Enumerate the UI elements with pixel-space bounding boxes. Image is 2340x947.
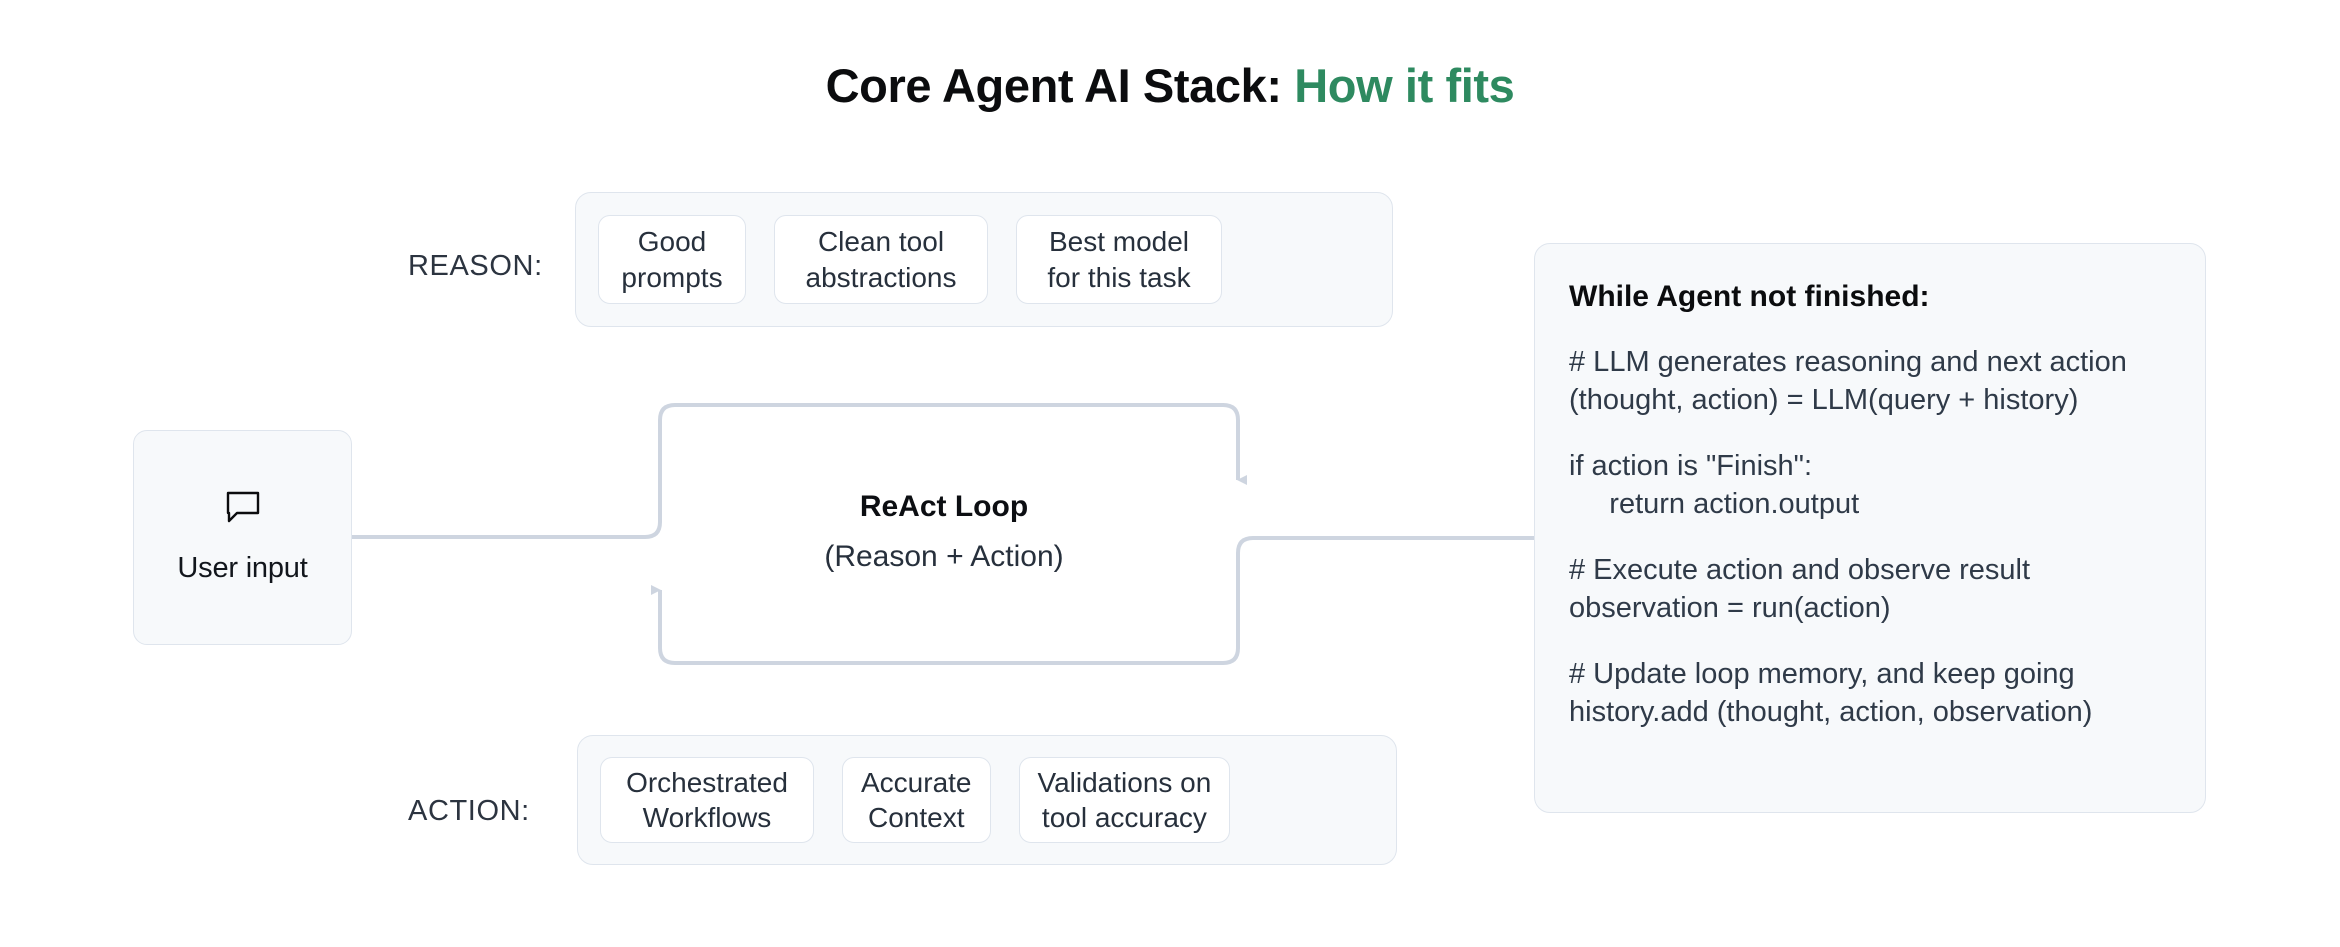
action-chip-orchestrated-workflows[interactable]: Orchestrated Workflows [600, 757, 814, 843]
code-panel-heading: While Agent not finished: [1569, 280, 1930, 313]
code-panel: While Agent not finished: # LLM generate… [1534, 243, 2206, 813]
action-row-label: ACTION: [408, 795, 530, 827]
code-block-llm-generate: # LLM generates reasoning and next actio… [1569, 346, 2127, 416]
code-block-finish-check: if action is "Finish": return action.out… [1569, 449, 1860, 520]
reason-chip-clean-tool-abstractions[interactable]: Clean tool abstractions [774, 215, 988, 304]
action-chip-validations-tool-accuracy[interactable]: Validations on tool accuracy [1018, 757, 1231, 843]
react-loop-title: ReAct Loop [859, 490, 1029, 523]
user-input-card[interactable]: User input [133, 430, 352, 645]
page-title: Core Agent AI Stack: How it fits [0, 58, 2340, 113]
reason-chip-good-prompts[interactable]: Good prompts [598, 215, 746, 304]
reason-chip-best-model[interactable]: Best model for this task [1016, 215, 1222, 304]
page-title-main: Core Agent AI Stack: [825, 59, 1282, 112]
code-block-execute-action: # Execute action and observe result obse… [1569, 553, 2031, 624]
user-input-label: User input [177, 551, 308, 584]
react-loop-subtitle: (Reason + Action) [824, 540, 1064, 573]
reason-group: Good prompts Clean tool abstractions Bes… [575, 192, 1393, 327]
action-chip-accurate-context[interactable]: Accurate Context [842, 757, 991, 843]
code-block-update-memory: # Update loop memory, and keep going his… [1569, 657, 2093, 728]
reason-row-label: REASON: [408, 250, 543, 282]
chat-bubble-icon [225, 491, 261, 530]
page-title-accent: How it fits [1294, 59, 1515, 112]
loop-down-arrow-path [1222, 403, 1247, 485]
action-group: Orchestrated Workflows Accurate Context … [577, 735, 1397, 865]
